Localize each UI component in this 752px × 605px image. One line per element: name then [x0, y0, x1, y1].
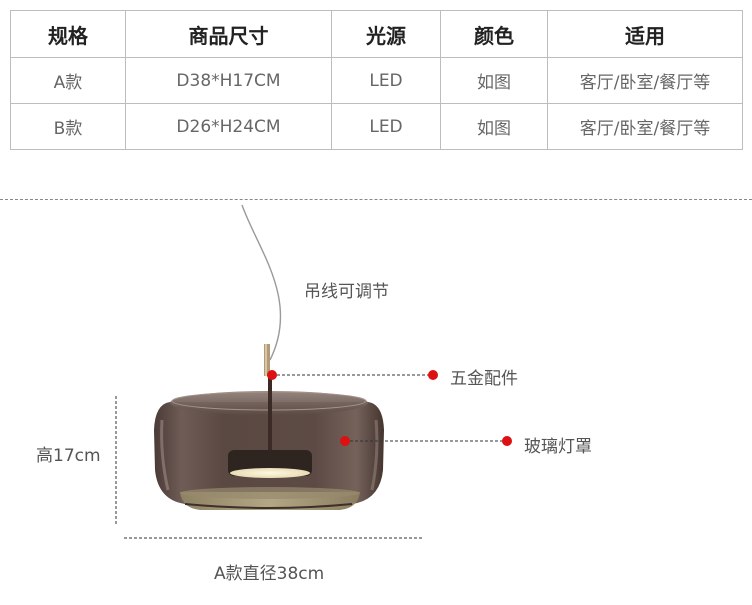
cell-size: D26*H24CM: [125, 103, 332, 150]
cell-color: 如图: [440, 103, 548, 150]
header-size: 商品尺寸: [125, 10, 332, 58]
cell-light-source: LED: [331, 103, 441, 150]
spec-table: 规格 商品尺寸 光源 颜色 适用 A款 D38*H17CM LED 如图 客厅/…: [10, 10, 743, 150]
hardware-marker-dot: [267, 370, 277, 380]
cell-color: 如图: [440, 57, 548, 104]
cord-adjustable-label: 吊线可调节: [304, 282, 389, 302]
suspension-cord: [241, 204, 282, 361]
cell-spec: B款: [10, 103, 126, 150]
height-label: 高17cm: [36, 446, 101, 466]
cell-size: D38*H17CM: [125, 57, 332, 104]
cell-usage: 客厅/卧室/餐厅等: [547, 103, 743, 150]
table-row: B款 D26*H24CM LED 如图 客厅/卧室/餐厅等: [10, 103, 743, 150]
cell-usage: 客厅/卧室/餐厅等: [547, 57, 743, 104]
diameter-label: A款直径38cm: [214, 564, 325, 584]
header-light-source: 光源: [331, 10, 441, 58]
glass-marker-dot: [340, 436, 350, 446]
table-row: A款 D38*H17CM LED 如图 客厅/卧室/餐厅等: [10, 57, 743, 104]
hardware-end-dot: [428, 370, 438, 380]
cell-spec: A款: [10, 57, 126, 104]
glass-end-dot: [502, 436, 512, 446]
hardware-label: 五金配件: [450, 369, 518, 389]
glass-shade-label: 玻璃灯罩: [524, 437, 592, 457]
header-spec: 规格: [10, 10, 126, 58]
section-divider: [0, 199, 752, 200]
